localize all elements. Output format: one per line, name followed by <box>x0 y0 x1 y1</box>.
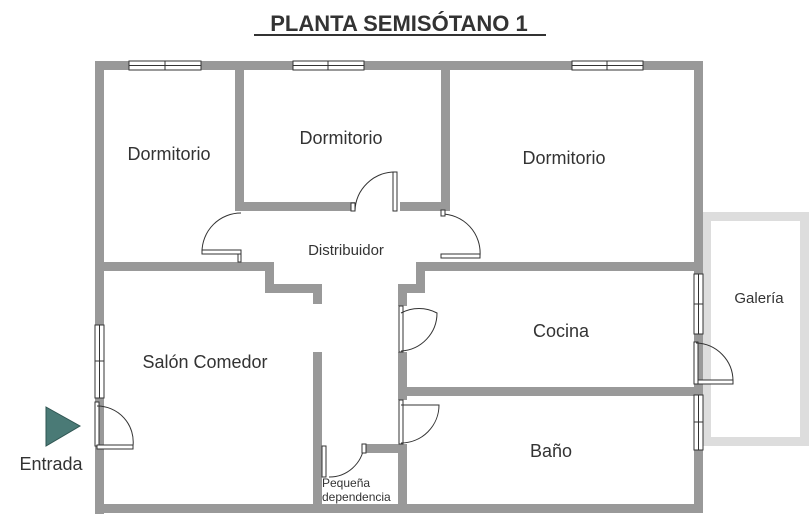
door-dormitorio-1 <box>201 212 242 263</box>
gallery-walls <box>702 212 809 446</box>
door-dormitorio-2 <box>350 171 398 212</box>
room-label-bano: Baño <box>530 441 572 461</box>
door-dormitorio-3 <box>440 209 481 259</box>
entrance-arrow-icon <box>45 406 82 447</box>
room-label-distribuidor: Distribuidor <box>308 242 384 259</box>
door-entrada <box>94 401 134 450</box>
room-label-pequena-line1: Pequeña <box>322 476 370 490</box>
entrance-label: Entrada <box>19 454 83 474</box>
room-label-dormitorio-1: Dormitorio <box>127 144 210 164</box>
walls <box>95 61 703 514</box>
plan-title: PLANTA SEMISÓTANO 1 <box>270 11 528 36</box>
room-label-dormitorio-3: Dormitorio <box>522 148 605 168</box>
window-salon <box>94 324 105 399</box>
window-dormitorio-2 <box>292 60 365 71</box>
door-pequena-dependencia <box>321 443 367 478</box>
room-label-salon-comedor: Salón Comedor <box>142 352 267 372</box>
room-label-dormitorio-2: Dormitorio <box>299 128 382 148</box>
room-label-galeria: Galería <box>734 290 784 307</box>
window-dormitorio-3 <box>571 60 644 71</box>
room-label-cocina: Cocina <box>533 321 590 341</box>
door-cocina <box>398 305 438 353</box>
room-label-pequena-line2: dependencia <box>322 490 391 504</box>
window-cocina <box>693 273 704 335</box>
window-bano <box>693 394 704 451</box>
window-dormitorio-1 <box>128 60 202 71</box>
door-bano <box>398 399 440 445</box>
door-galeria <box>693 341 734 385</box>
